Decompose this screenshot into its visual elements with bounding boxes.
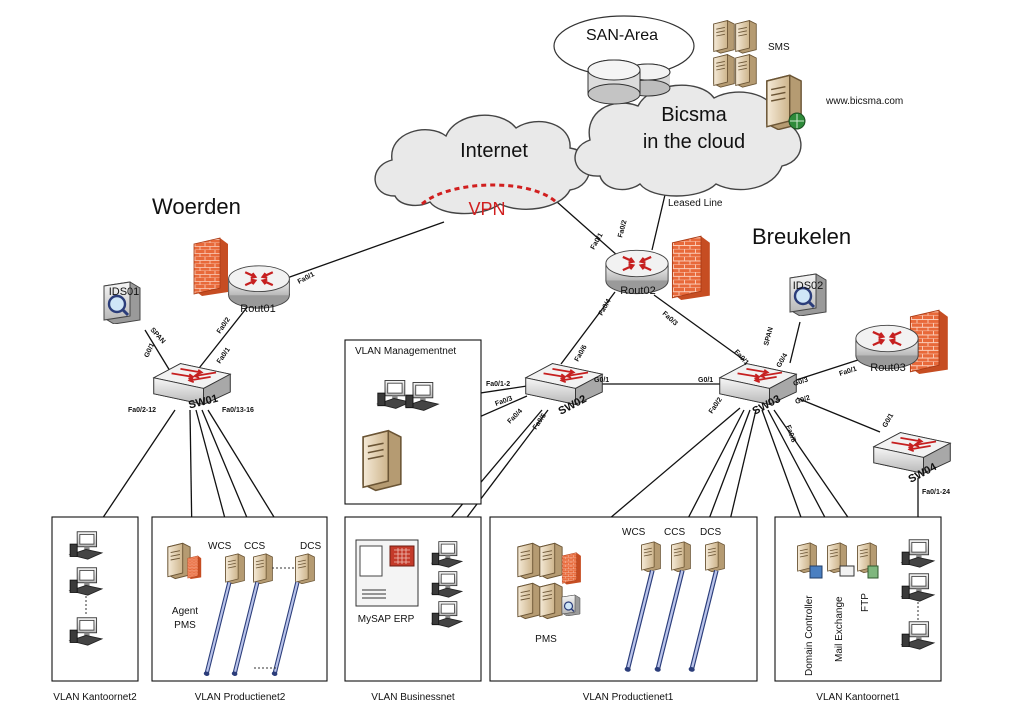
site-woerden: Woerden [152,194,241,219]
bicsma-label-1: Bicsma [661,104,727,126]
sw02[interactable]: SW02 [524,362,604,418]
sms-label: SMS [768,42,790,53]
vlan-businessnet-label: VLAN Businessnet [371,692,455,703]
internet-label: Internet [460,140,528,162]
bicsma-label-2: in the cloud [643,131,745,153]
firewall-woerden-icon [193,237,229,296]
port-label: Fa0/2-12 [128,407,156,414]
ftp-label: FTP [860,593,871,612]
vlan-kantoornet2 [51,516,139,682]
port-label: Fa0/1 [216,346,232,365]
port-label: Fa0/1-24 [922,489,950,496]
erp-server [355,539,419,607]
port-label: G0/3 [792,377,809,388]
bicsma-cloud: Bicsma in the cloud [574,84,802,197]
port-label: Fa0/4 [506,408,524,426]
vlan-productienet2: Agent PMS WCS CCS DCS [151,516,328,682]
vlan-kantoornet1: Domain Controller Mail Exchange FTP [774,516,942,682]
vlan-productienet1-label: VLAN Productienet1 [583,692,674,703]
san-area: SAN-Area [553,15,695,105]
vlan-productienet2-label: VLAN Productienet2 [195,692,286,703]
firewall-breukelen-icon [671,235,711,300]
port-label: SPAN [149,327,167,346]
web-server: www.bicsma.com [766,74,903,130]
ids02[interactable]: IDS02 [788,272,828,316]
port-label: Fa0/1-2 [486,381,510,388]
port-label: Fa0/4 [598,298,613,317]
port-label: Fa0/6 [574,344,589,363]
rout03[interactable]: Rout03 [854,324,920,374]
vlan-businessnet: MySAP ERP [344,516,482,682]
wcs1-label: WCS [622,527,646,538]
san-label: SAN-Area [586,27,658,44]
vlan-productienet1: PMS WCS CCS DCS [489,516,758,682]
port-label: Fa0/8 [784,424,797,443]
dcs2-label: DCS [300,541,321,552]
agent-label: Agent [172,606,198,617]
ids01-label: IDS01 [109,286,140,298]
port-label: SPAN [763,326,775,346]
vlan-kantoornet2-label: VLAN Kantoornet2 [53,692,137,703]
domain-controller-label: Domain Controller [804,595,815,676]
website-label: www.bicsma.com [825,96,903,107]
port-label: Fa0/2 [708,396,724,415]
site-breukelen: Breukelen [752,224,851,249]
port-label: Fa0/3 [661,310,679,327]
sms-servers: SMS [713,20,790,88]
port-labels: Fa0/1 Fa0/2 Fa0/1 G0/1 SPAN Fa0/2-12 Fa0… [128,219,950,496]
port-label: G0/1 [143,342,156,359]
pms1-label: PMS [535,634,557,645]
port-label: Fa0/5 [532,412,548,431]
vpn-tunnel [421,183,558,206]
port-label: Fa0/2 [617,219,628,238]
internet-cloud: Internet VPN [374,114,591,219]
rout01[interactable]: Rout01 [227,264,291,315]
vpn-label: VPN [468,199,505,219]
ftp-icon [867,565,879,579]
port-label: Fa0/1 [838,366,857,378]
mail-exchange-label: Mail Exchange [834,596,845,662]
vlan-management-label: VLAN Managementnet [355,346,456,357]
sw04[interactable]: SW04 [872,431,952,486]
port-label: G0/2 [794,395,811,406]
port-label: G0/1 [698,377,713,384]
sw01[interactable]: SW01 [152,362,232,412]
port-label: Fa0/1 [733,349,750,367]
dcs1-label: DCS [700,527,721,538]
rout03-label: Rout03 [870,362,905,374]
mail-icon [839,565,855,577]
storage-icon [587,59,671,105]
port-label: G0/4 [776,352,790,369]
port-label: Fa0/2 [216,316,232,335]
ccs2-label: CCS [244,541,265,552]
pms2-label: PMS [174,620,196,631]
vlan-managementnet: VLAN Managementnet [344,339,482,505]
wcs2-label: WCS [208,541,232,552]
port-label: Fa0/13-16 [222,407,254,414]
leased-line-label: Leased Line [668,198,723,209]
port-label: G0/1 [882,412,896,429]
ids01[interactable]: IDS01 [102,280,142,324]
rout01-label: Rout01 [240,303,275,315]
rout02-label: Rout02 [620,285,655,297]
mysap-label: MySAP ERP [358,614,415,625]
vlan-kantoornet1-label: VLAN Kantoornet1 [816,692,900,703]
database-icon [809,565,823,579]
rout02[interactable]: Rout02 [604,249,670,297]
ids02-label: IDS02 [793,280,824,292]
port-label: G0/1 [594,377,609,384]
sw03[interactable]: SW03 [718,362,798,418]
ccs1-label: CCS [664,527,685,538]
